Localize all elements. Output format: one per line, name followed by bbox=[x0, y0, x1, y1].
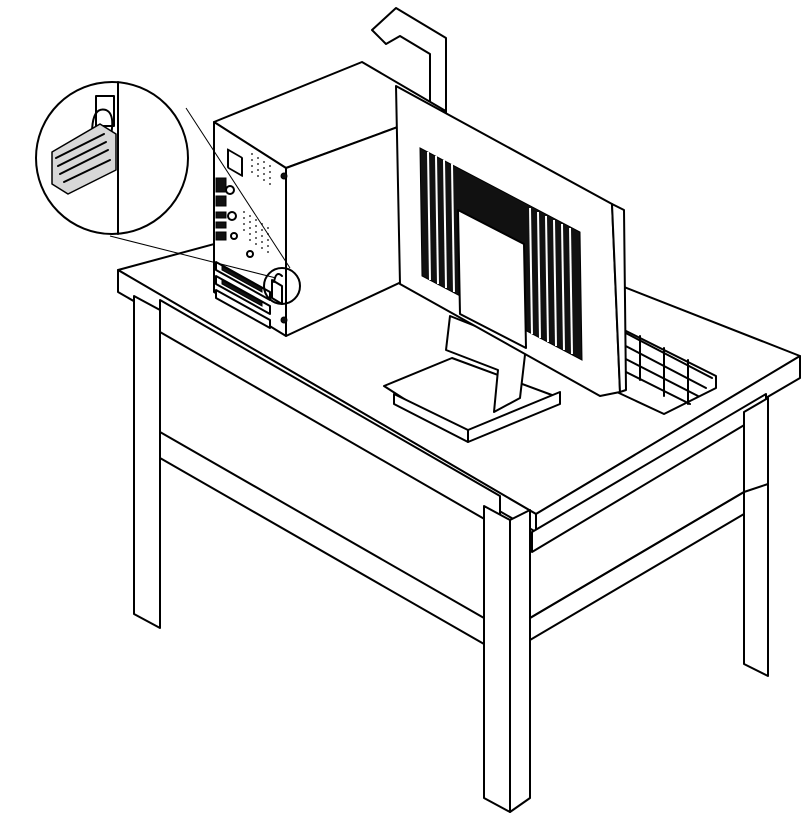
tower-back-panel bbox=[213, 121, 287, 337]
desk-stretcher-top-right bbox=[529, 483, 769, 619]
power-connector bbox=[227, 148, 243, 177]
screw bbox=[280, 316, 288, 324]
vesa-plate bbox=[457, 209, 527, 349]
rear-io-ports bbox=[215, 177, 254, 258]
desk-top-edge-right bbox=[535, 355, 801, 533]
magnifier-callout-icon bbox=[35, 81, 301, 305]
desk-leg-back-left bbox=[133, 295, 161, 629]
desk-stretcher-left bbox=[159, 431, 485, 645]
monitor-side bbox=[611, 203, 627, 393]
screw bbox=[280, 172, 288, 180]
fan-grille bbox=[243, 153, 271, 253]
desk-leg-back-right bbox=[743, 397, 769, 677]
expansion-slots bbox=[215, 261, 271, 329]
desk-leg-front bbox=[483, 505, 511, 813]
desk-leg-front-side bbox=[509, 509, 531, 813]
padlock-icon bbox=[51, 108, 117, 195]
callout-target-circle bbox=[263, 267, 301, 305]
monitor bbox=[383, 85, 627, 443]
